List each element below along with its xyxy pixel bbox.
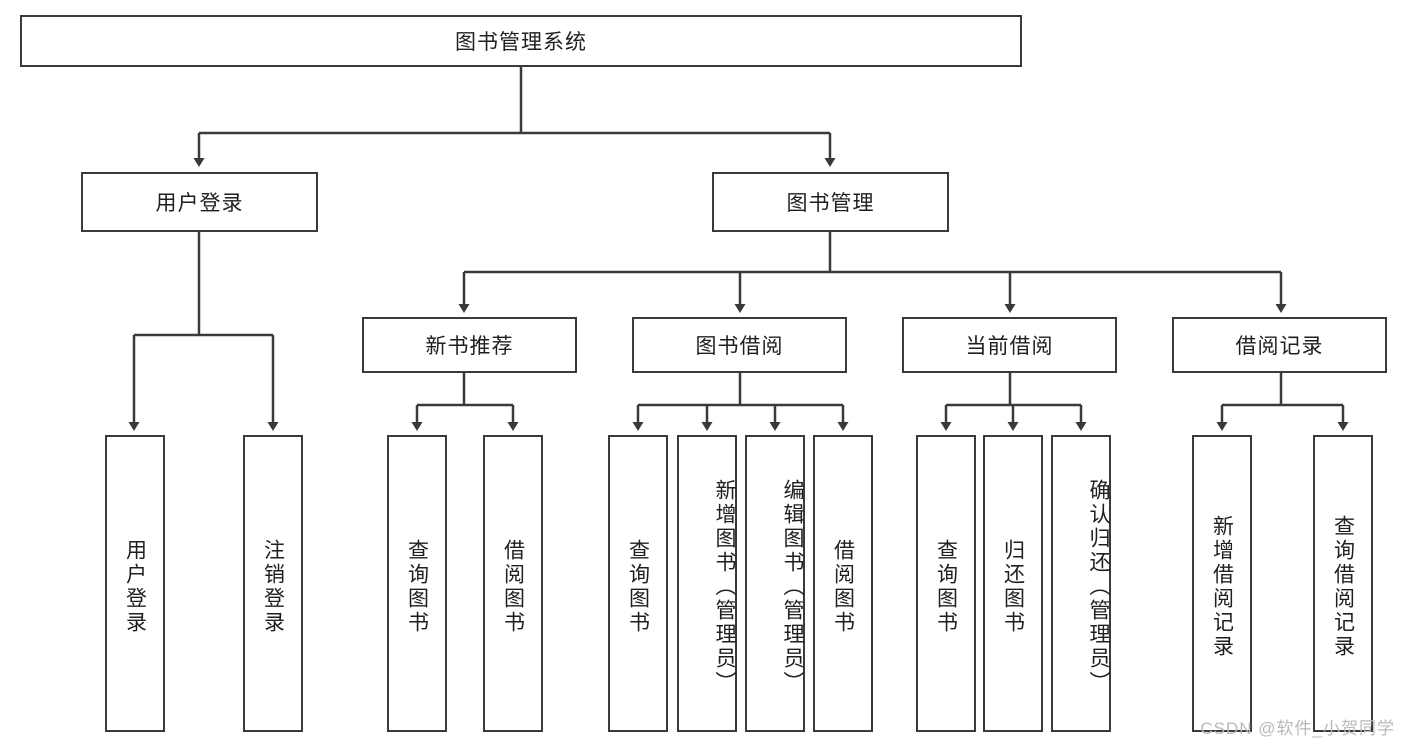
leaf-query-book-current[interactable]: 查询图书: [916, 435, 976, 732]
node-book-management[interactable]: 图书管理: [712, 172, 949, 232]
node-label: 借阅图书: [501, 538, 525, 635]
node-label: 确认归还（管理员）: [1087, 478, 1110, 695]
node-label: 查询图书: [626, 538, 650, 635]
node-label: 用户登录: [123, 538, 147, 635]
node-user-login[interactable]: 用户登录: [81, 172, 318, 232]
node-borrow-records[interactable]: 借阅记录: [1172, 317, 1387, 373]
leaf-query-book-recommend[interactable]: 查询图书: [387, 435, 447, 732]
node-current-borrow[interactable]: 当前借阅: [902, 317, 1117, 373]
node-label: 编辑图书（管理员）: [781, 478, 804, 695]
leaf-logout[interactable]: 注销登录: [243, 435, 303, 732]
node-label: 查询图书: [934, 538, 958, 635]
node-label: 图书借阅: [695, 335, 784, 358]
node-label: 图书管理系统: [455, 31, 587, 54]
leaf-borrow-book-recommend[interactable]: 借阅图书: [483, 435, 543, 732]
node-label: 查询图书: [405, 538, 429, 635]
leaf-edit-book-admin[interactable]: 编辑图书（管理员）: [745, 435, 805, 732]
node-label: 用户登录: [155, 192, 244, 215]
node-book-borrow[interactable]: 图书借阅: [632, 317, 847, 373]
leaf-query-borrow-record[interactable]: 查询借阅记录: [1313, 435, 1373, 732]
node-label: 注销登录: [261, 538, 285, 635]
node-label: 当前借阅: [965, 335, 1054, 358]
node-label: 查询借阅记录: [1331, 514, 1355, 659]
watermark-text: CSDN @软件_小贺同学: [1200, 719, 1395, 738]
node-label: 新增图书（管理员）: [713, 478, 736, 695]
node-label: 借阅图书: [831, 538, 855, 635]
leaf-borrow-book[interactable]: 借阅图书: [813, 435, 873, 732]
node-label: 归还图书: [1001, 538, 1025, 635]
leaf-query-book-borrow[interactable]: 查询图书: [608, 435, 668, 732]
node-label: 图书管理: [786, 192, 875, 215]
node-label: 新增借阅记录: [1210, 514, 1234, 659]
node-root[interactable]: 图书管理系统: [20, 15, 1022, 67]
node-label: 新书推荐: [425, 335, 514, 358]
node-label: 借阅记录: [1235, 335, 1324, 358]
leaf-confirm-return-admin[interactable]: 确认归还（管理员）: [1051, 435, 1111, 732]
leaf-return-book[interactable]: 归还图书: [983, 435, 1043, 732]
leaf-add-borrow-record[interactable]: 新增借阅记录: [1192, 435, 1252, 732]
leaf-user-login[interactable]: 用户登录: [105, 435, 165, 732]
node-new-book-recommend[interactable]: 新书推荐: [362, 317, 577, 373]
leaf-add-book-admin[interactable]: 新增图书（管理员）: [677, 435, 737, 732]
